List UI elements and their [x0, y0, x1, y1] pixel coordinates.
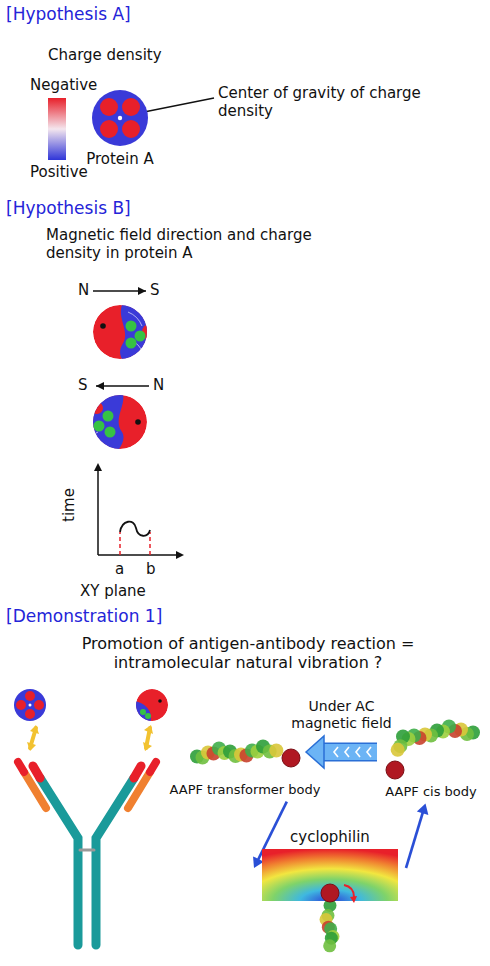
- vibration-trace: [120, 522, 150, 536]
- molecule-figure-shape: [189, 728, 301, 780]
- molecule-figure: AAPF transformer body: [150, 728, 340, 798]
- section-subtitle: Promotion of antigen-antibody reaction =…: [58, 634, 438, 672]
- molecule-bead: [269, 744, 283, 758]
- flow-arrow: [406, 804, 428, 868]
- antigen-protein-a: [14, 689, 46, 721]
- section-heading: [Hypothesis A]: [6, 4, 131, 24]
- pole-label: S: [150, 281, 160, 299]
- node-label: cyclophilin: [260, 828, 400, 849]
- molecule-head: [282, 749, 300, 767]
- axis-label: time: [60, 488, 78, 522]
- field-arrow: [306, 736, 377, 768]
- molecule-bead: [391, 743, 405, 757]
- scale-label: Positive: [30, 163, 88, 181]
- node-label: AAPF cis body: [376, 782, 486, 800]
- section-heading: [Hypothesis B]: [6, 198, 131, 218]
- charge-scale-bar: [48, 98, 66, 160]
- axis-tick: a: [115, 560, 124, 578]
- binding-pocket-shape: [262, 849, 398, 953]
- axis-label: XY plane: [80, 582, 146, 600]
- node-label: Protein A: [80, 148, 160, 168]
- pole-label: N: [153, 376, 164, 394]
- antigen-protein-a-shifted: [130, 689, 168, 725]
- molecule-bead: [323, 939, 336, 952]
- molecule-head: [386, 761, 404, 779]
- axis-tick: b: [146, 560, 156, 578]
- position-marker: [119, 532, 121, 555]
- legend-title: Charge density: [48, 46, 162, 64]
- arrow-head: [96, 382, 104, 390]
- arrow-head: [176, 551, 184, 559]
- molecule-figure-shape: [381, 718, 481, 782]
- binding-pocket: cyclophilin: [260, 828, 400, 953]
- protein-a-state-2: [80, 390, 147, 455]
- protein-a-state-1: [93, 300, 160, 365]
- arrow-head: [138, 287, 146, 295]
- node-label: AAPF transformer body: [150, 780, 340, 798]
- edge-label: Under AC magnetic field: [283, 698, 401, 732]
- protein-circle-shape: [90, 88, 150, 148]
- pole-label: S: [78, 376, 88, 394]
- position-marker: [149, 532, 151, 555]
- scale-label: Negative: [30, 76, 97, 94]
- arrow-head: [94, 463, 102, 471]
- molecule-head: [321, 884, 339, 902]
- callout-text: Center of gravity of charge density: [218, 84, 433, 120]
- molecule-figure: AAPF cis body: [376, 718, 486, 800]
- section-heading: [Demonstration 1]: [6, 606, 162, 626]
- protein-circle: Protein A: [80, 88, 160, 168]
- pole-label: N: [78, 281, 89, 299]
- xy-axis: [98, 554, 180, 556]
- time-axis: [97, 467, 99, 555]
- section-subtitle: Magnetic field direction and charge dens…: [46, 226, 316, 262]
- antibody: [18, 728, 156, 945]
